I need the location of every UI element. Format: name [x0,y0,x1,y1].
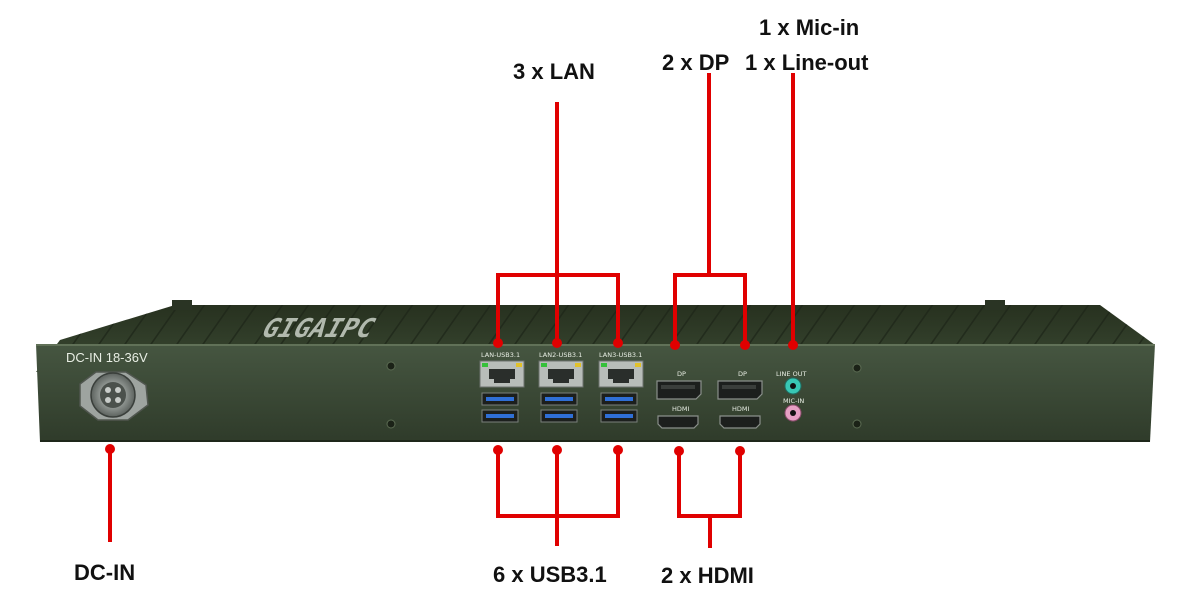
chassis: GIGAIPC [36,300,1155,442]
callout-lan: 3 x LAN [513,59,595,84]
lan3-panel-label: LAN3-USB3.1 [599,351,642,359]
dc-in-port: DC-IN 18-36V [66,350,149,421]
mount-ear-right [985,300,1005,310]
dp2-panel-label: DP [738,370,747,378]
mic-in-panel-label: MIC-IN [783,397,804,405]
lan2-panel-label: LAN2-USB3.1 [539,351,582,359]
lan1-panel-label: LAN-USB3.1 [481,351,520,359]
audio-jack-icon [784,377,802,395]
leader-dots [105,338,798,456]
callout-dc-in: DC-IN [74,560,135,585]
dc-in-panel-label: DC-IN 18-36V [66,350,148,365]
displayport-icon [717,380,763,400]
brand-logo-text: GIGAIPC [256,313,382,344]
audio-ports: LINE OUT MIC-IN [776,370,806,422]
chassis-front [36,344,1155,442]
usb-port-icon [600,409,638,423]
usb-port-icon [540,409,578,423]
video-ports: DP DP HDMI HDMI [656,370,763,429]
dp1-panel-label: DP [677,370,686,378]
callout-hdmi: 2 x HDMI [661,563,754,588]
callout-mic-in: 1 x Mic-in [759,15,859,40]
hdmi-port-icon [719,415,761,429]
displayport-icon [656,380,702,400]
rj45-port-icon [598,360,644,388]
rj45-port-icon [479,360,525,388]
audio-jack-icon [784,404,802,422]
callout-line-out: 1 x Line-out [745,50,869,75]
hdmi2-panel-label: HDMI [732,405,750,413]
lan-usb-group-3: LAN3-USB3.1 [598,351,644,423]
screw-icon [852,419,862,429]
screws [386,361,862,429]
usb-port-icon [481,409,519,423]
usb-port-icon [481,392,519,406]
rj45-port-icon [538,360,584,388]
line-out-panel-label: LINE OUT [776,370,806,378]
usb-port-icon [600,392,638,406]
hdmi-port-icon [657,415,699,429]
dc-power-connector-icon [79,371,149,421]
hdmi-leader [677,451,742,518]
screw-icon [852,363,862,373]
callout-dp: 2 x DP [662,50,729,75]
mount-ear-left [172,300,192,310]
hdmi1-panel-label: HDMI [672,405,690,413]
usb-port-icon [540,392,578,406]
lan-usb-group-1: LAN-USB3.1 [479,351,525,423]
callout-usb: 6 x USB3.1 [493,562,607,587]
lan-usb-group-2: LAN2-USB3.1 [538,351,584,423]
brand-logo: GIGAIPC [256,313,382,344]
callout-labels: 1 x Mic-in 1 x Line-out 2 x DP 3 x LAN D… [74,15,869,588]
leader-lines [108,73,795,548]
screw-icon [386,361,396,371]
screw-icon [386,419,396,429]
